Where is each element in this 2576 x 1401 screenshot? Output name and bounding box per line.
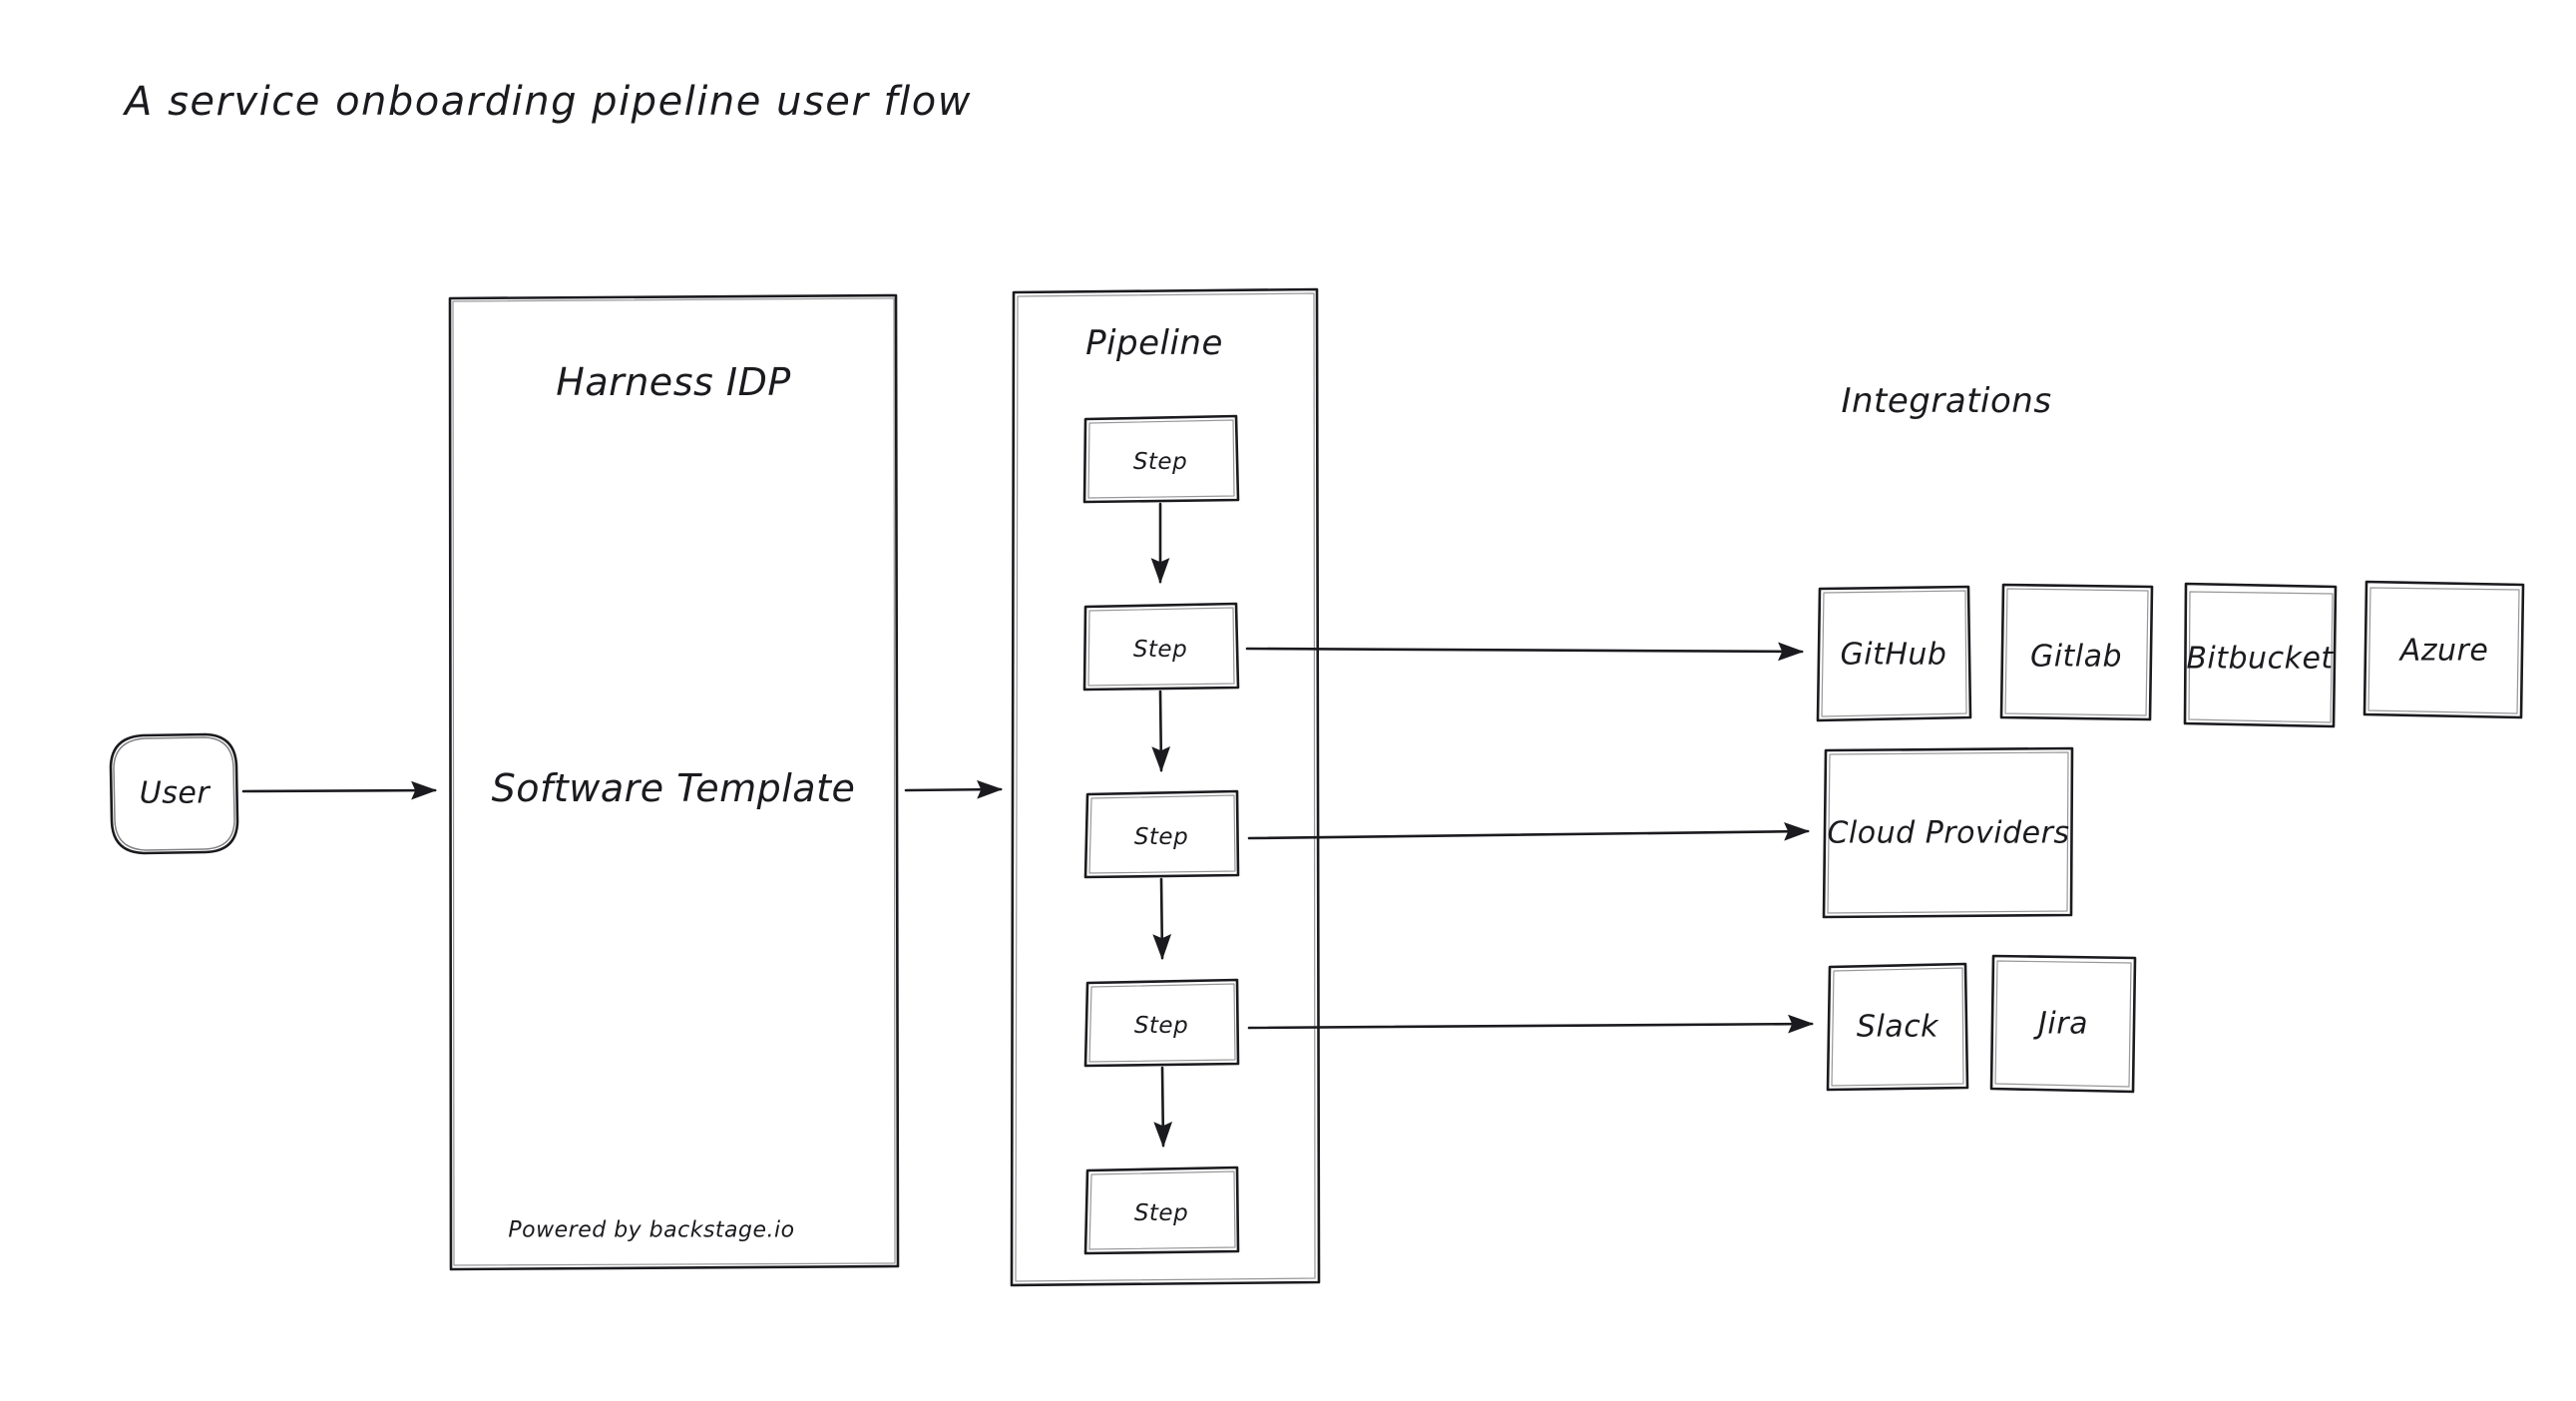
integration-node-slack[interactable] bbox=[1828, 964, 1967, 1090]
user-node-label: User bbox=[139, 775, 211, 811]
integration-node-gitlab[interactable] bbox=[2001, 585, 2152, 719]
pipeline-step-4[interactable] bbox=[1085, 980, 1239, 1066]
integration-label-slack: Slack bbox=[1856, 1009, 1939, 1045]
arrow-idp-to-pipeline bbox=[904, 779, 1004, 799]
arrow-step4-to-step5 bbox=[1153, 1066, 1173, 1149]
integration-label-cloud-providers: Cloud Providers bbox=[1827, 815, 2070, 851]
integration-label-bitbucket: Bitbucket bbox=[2186, 641, 2334, 677]
arrow-step3-to-step4 bbox=[1152, 877, 1172, 961]
integrations-title: Integrations bbox=[1841, 381, 2052, 421]
backstage-footer-label: Powered by backstage.io bbox=[508, 1217, 795, 1243]
user-node[interactable] bbox=[111, 734, 238, 854]
software-template-label: Software Template bbox=[491, 766, 856, 810]
step-label-4: Step bbox=[1133, 1013, 1189, 1039]
integration-label-github: GitHub bbox=[1840, 637, 1947, 673]
pipeline-step-5[interactable] bbox=[1085, 1168, 1239, 1253]
integration-node-jira[interactable] bbox=[1991, 956, 2135, 1092]
pipeline-step-1[interactable] bbox=[1084, 416, 1238, 502]
pipeline-step-2[interactable] bbox=[1084, 604, 1238, 690]
arrow-step4-to-slack bbox=[1247, 1014, 1815, 1034]
step-label-1: Step bbox=[1132, 449, 1188, 475]
arrow-user-to-idp bbox=[241, 780, 438, 800]
step-label-3: Step bbox=[1133, 824, 1189, 850]
integration-label-azure: Azure bbox=[2399, 633, 2489, 669]
integration-label-jira: Jira bbox=[2038, 1006, 2088, 1042]
step-label-2: Step bbox=[1132, 637, 1188, 663]
harness-idp-node[interactable] bbox=[450, 295, 899, 1270]
arrow-step3-to-cloud bbox=[1247, 821, 1811, 841]
step-label-5: Step bbox=[1133, 1200, 1189, 1226]
integration-node-cloud-providers[interactable] bbox=[1824, 748, 2072, 917]
integration-node-github[interactable] bbox=[1818, 587, 1970, 720]
arrow-step2-to-github bbox=[1245, 642, 1805, 662]
pipeline-title: Pipeline bbox=[1085, 323, 1223, 363]
integration-node-bitbucket[interactable] bbox=[2185, 584, 2336, 726]
integration-node-azure[interactable] bbox=[2364, 582, 2523, 717]
page-title: A service onboarding pipeline user flow bbox=[125, 79, 972, 125]
integration-label-gitlab: Gitlab bbox=[2029, 639, 2123, 675]
harness-idp-title: Harness IDP bbox=[556, 360, 791, 404]
arrow-step2-to-step3 bbox=[1151, 690, 1171, 773]
pipeline-step-3[interactable] bbox=[1085, 791, 1239, 877]
